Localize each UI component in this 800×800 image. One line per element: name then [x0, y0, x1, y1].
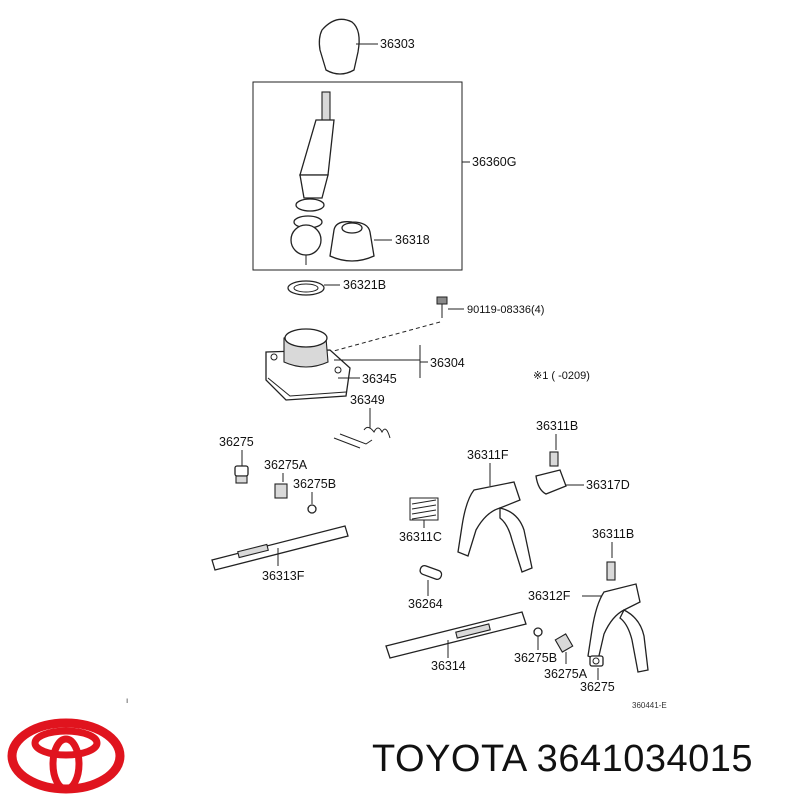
- label-36311C: 36311C: [399, 530, 442, 544]
- lever-assembly-frame: [252, 81, 463, 271]
- label-36345: 36345: [362, 372, 397, 386]
- bolt: 90119-08336(4): [329, 296, 544, 353]
- footnote: ※1 ( -0209): [533, 370, 590, 382]
- label-36314: 36314: [431, 659, 466, 673]
- corner-mark: ı: [126, 696, 128, 705]
- springs-36349: 36349: [333, 393, 391, 449]
- shift-shaft-36314: 36314: [385, 611, 527, 673]
- shift-lever: [290, 91, 335, 265]
- label-36275-upper: 36275: [219, 435, 254, 449]
- label-36275B-lower: 36275B: [514, 651, 557, 665]
- lever-retainer: 36304 36345: [265, 328, 465, 401]
- label-36275A-lower: 36275A: [544, 667, 588, 681]
- plug-left: 36275 36275A 36275B: [219, 435, 336, 514]
- label-36275-lower: 36275: [580, 680, 615, 694]
- label-36318: 36318: [395, 233, 430, 247]
- pin-36311B-lower: 36311B: [592, 527, 634, 581]
- toyota-logo: [7, 718, 125, 794]
- label-36311F: 36311F: [467, 448, 509, 462]
- label-36304: 36304: [430, 356, 465, 370]
- shift-fork-36311F: 36311F: [457, 448, 533, 573]
- parts-diagram: 36303 36360G 36318 36321B 90119-08336(4): [126, 18, 667, 710]
- shift-knob: 36303: [318, 18, 415, 75]
- label-36317D: 36317D: [586, 478, 630, 492]
- label-36311B-upper: 36311B: [536, 419, 578, 433]
- label-36303: 36303: [380, 37, 415, 51]
- label-36312F: 36312F: [528, 589, 571, 603]
- shift-shaft-36313F: 36313F: [211, 525, 349, 583]
- label-36264: 36264: [408, 597, 443, 611]
- plug-right: 36275B 36275A 36275: [514, 627, 615, 694]
- reference-code: 360441-E: [632, 701, 667, 710]
- lever-boot: 36318: [329, 221, 430, 262]
- label-36275B-upper: 36275B: [293, 477, 336, 491]
- label-36311B-lower: 36311B: [592, 527, 634, 541]
- label-36360G: 36360G: [472, 155, 516, 169]
- shift-fork-36312F: 36312F: [528, 583, 649, 673]
- label-36349: 36349: [350, 393, 385, 407]
- label-36313F: 36313F: [262, 569, 305, 583]
- label-36321B: 36321B: [343, 278, 386, 292]
- snap-ring: 36321B: [287, 278, 386, 296]
- pin-36311B-upper: 36311B 36317D: [535, 419, 630, 495]
- pin-36264: 36264: [408, 564, 443, 611]
- spring-36311C: 36311C: [399, 497, 442, 544]
- label-90119-08336: 90119-08336(4): [467, 304, 544, 316]
- brand-and-part-number: TOYOTA 3641034015: [372, 738, 754, 780]
- label-36275A-upper: 36275A: [264, 458, 308, 472]
